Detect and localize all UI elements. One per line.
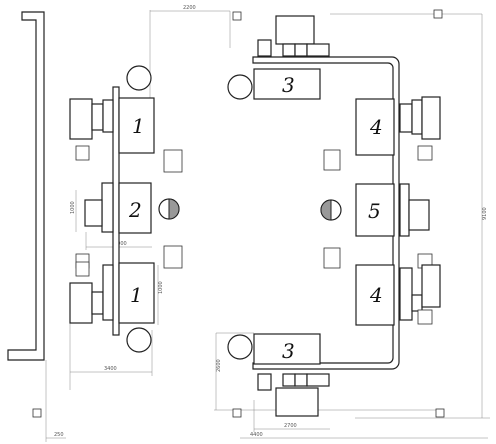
machine-5: 5 xyxy=(320,183,433,269)
label-machine-1-top: 1 xyxy=(132,114,145,138)
dim-left-inner: 2000 xyxy=(114,241,127,247)
label-machine-4-bottom: 4 xyxy=(369,283,383,307)
dim-top: 2200 xyxy=(183,5,196,11)
column-marker xyxy=(32,408,42,418)
left-top-circle xyxy=(126,65,152,91)
label-machine-4-top: 4 xyxy=(369,115,383,139)
machine-4-bottom: 4 xyxy=(355,264,441,326)
column-marker xyxy=(433,9,443,19)
dimension-texts: 2200 9100 4400 250 3400 2000 1000 1000 2… xyxy=(54,5,488,438)
u-conveyor xyxy=(252,56,400,370)
label-machine-1-bottom: 1 xyxy=(130,283,143,307)
dim-bottom-mid: 2700 xyxy=(284,423,297,429)
dim-left-v: 1000 xyxy=(158,281,164,294)
column-marker xyxy=(435,408,445,418)
column-markers xyxy=(32,9,445,418)
dim-left-width: 3400 xyxy=(104,366,117,372)
dim-height-right: 9100 xyxy=(482,207,488,220)
column-marker xyxy=(232,11,242,21)
label-machine-3-top: 3 xyxy=(282,73,295,97)
left-rail xyxy=(112,86,120,336)
machine-4-top: 4 xyxy=(323,96,441,171)
machine-1-top: 1 xyxy=(69,97,183,173)
label-machine-5: 5 xyxy=(368,199,381,223)
machine-2: 2 xyxy=(75,182,183,269)
machine-3-top: 3 xyxy=(227,15,330,100)
machine-3-bottom: 3 xyxy=(227,333,330,417)
left-wall xyxy=(7,11,45,361)
column-marker xyxy=(232,408,242,418)
dim-left-inner-v: 1000 xyxy=(70,201,76,214)
dim-bottom-mid-v: 2600 xyxy=(216,359,222,372)
machine-1-bottom: 1 xyxy=(69,261,155,324)
label-machine-3-bottom: 3 xyxy=(282,339,295,363)
left-bottom-circle xyxy=(126,327,152,353)
dim-bottom-left: 250 xyxy=(54,432,64,438)
dim-bottom-right: 4400 xyxy=(250,432,263,438)
label-machine-2: 2 xyxy=(128,198,142,222)
